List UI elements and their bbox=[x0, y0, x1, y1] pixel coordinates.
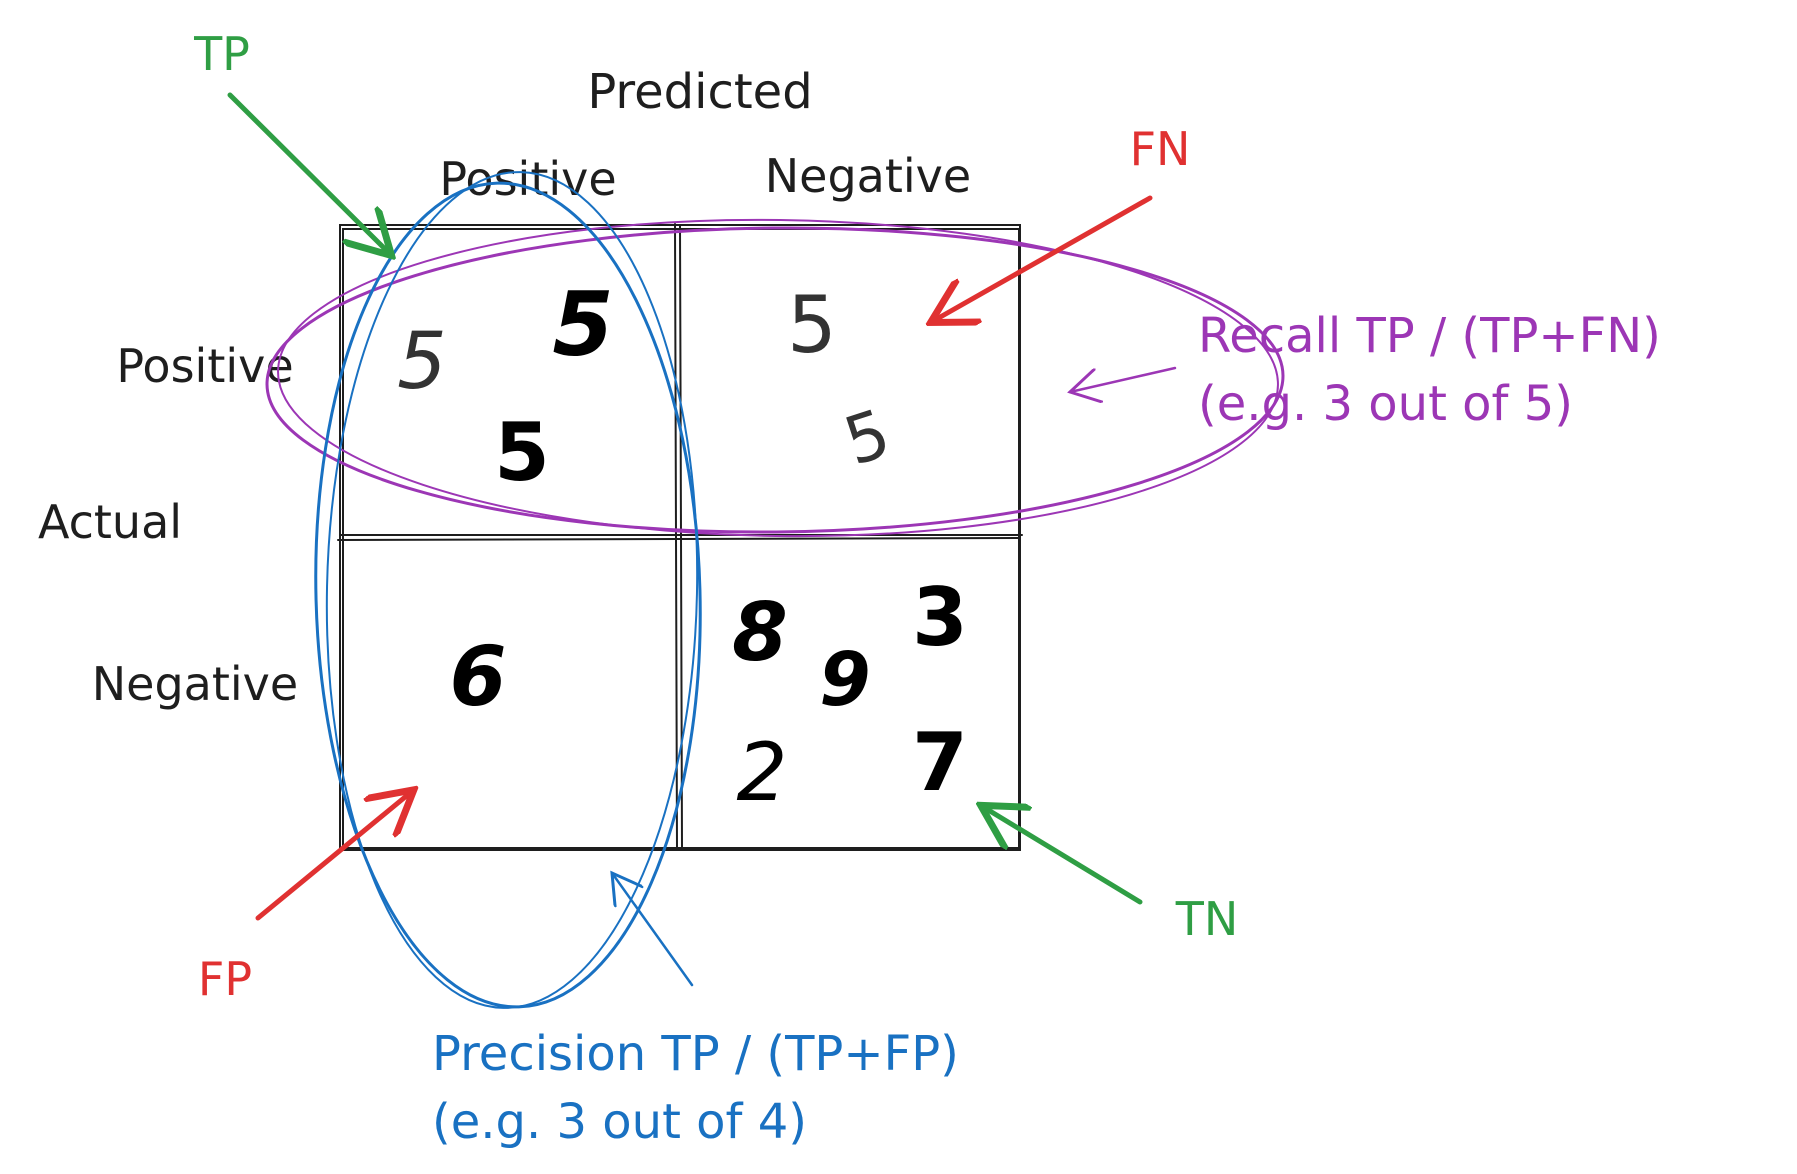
tn-arrow bbox=[985, 808, 1143, 905]
recall-arrow bbox=[1070, 366, 1177, 392]
column-header-positive: Positive bbox=[439, 152, 616, 206]
row-header-negative: Negative bbox=[92, 657, 298, 711]
tp-digit: 5 bbox=[397, 317, 447, 407]
tp-digit: 5 bbox=[494, 406, 550, 499]
fn-arrow bbox=[935, 195, 1153, 320]
fn-cell: 5 5 bbox=[787, 281, 899, 481]
predicted-header: Predicted bbox=[587, 64, 812, 120]
tn-digit: 2 bbox=[737, 726, 788, 819]
fn-digit: 5 bbox=[835, 395, 899, 481]
column-header-negative: Negative bbox=[765, 149, 971, 203]
tn-digit: 8 bbox=[732, 586, 788, 679]
precision-ellipse bbox=[314, 171, 702, 1009]
tp-label: TP bbox=[193, 27, 250, 81]
fn-label: FN bbox=[1130, 122, 1191, 176]
tn-digit: 7 bbox=[912, 716, 968, 809]
fn-digit: 5 bbox=[787, 281, 837, 371]
tn-digit: 3 bbox=[912, 571, 968, 664]
recall-ellipse bbox=[265, 218, 1285, 538]
precision-arrow bbox=[612, 873, 694, 987]
tn-label: TN bbox=[1175, 892, 1239, 946]
tp-digit: 5 bbox=[552, 273, 613, 376]
precision-formula: Precision TP / (TP+FP) bbox=[432, 1026, 959, 1082]
row-header-positive: Positive bbox=[116, 339, 293, 393]
fp-arrow bbox=[255, 793, 410, 921]
fp-digit: 6 bbox=[449, 630, 506, 725]
recall-formula: Recall TP / (TP+FN) bbox=[1198, 308, 1661, 364]
fp-label: FP bbox=[198, 952, 252, 1006]
tp-cell: 5 5 5 bbox=[397, 273, 613, 499]
tp-arrow bbox=[227, 92, 388, 252]
tn-cell: 8 3 9 2 7 bbox=[732, 571, 968, 819]
recall-example: (e.g. 3 out of 5) bbox=[1198, 376, 1573, 432]
fp-cell: 6 bbox=[449, 630, 506, 725]
tn-digit: 9 bbox=[819, 637, 871, 723]
precision-example: (e.g. 3 out of 4) bbox=[432, 1094, 807, 1150]
actual-header: Actual bbox=[38, 495, 182, 549]
matrix-grid bbox=[337, 223, 1023, 851]
